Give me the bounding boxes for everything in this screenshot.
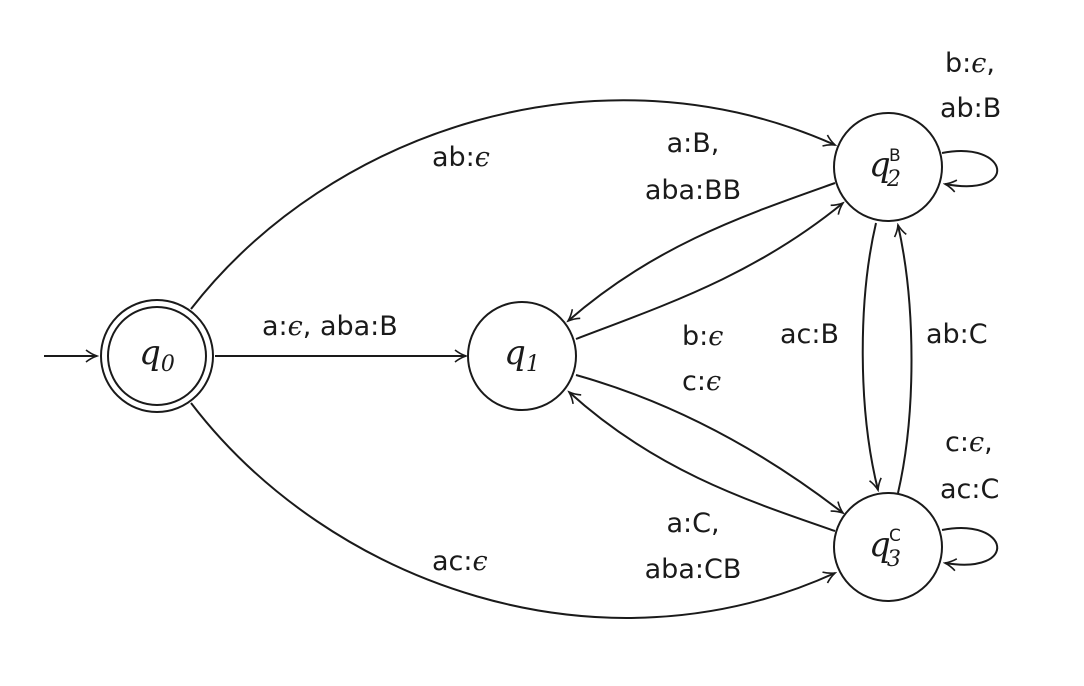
edge-q2-q3	[861, 222, 878, 490]
label-q0-q2: ab:ϵ	[432, 142, 490, 173]
label-loop-q2: ab:B	[940, 93, 1001, 124]
label-loop-q3: c:ϵ,	[945, 427, 993, 458]
state-superscript: B	[889, 146, 901, 166]
state-subscript: 3	[887, 547, 901, 572]
label-q1-q2: aba:BB	[645, 175, 741, 206]
label-loop-q3: ac:C	[940, 474, 999, 505]
state-label: q1	[504, 333, 540, 377]
state-label: q0	[139, 333, 175, 377]
edge-q0-q3	[190, 402, 835, 619]
label-loop-q2: b:ϵ,	[945, 48, 995, 79]
loop-q3	[941, 527, 999, 565]
state-label: q	[869, 145, 891, 185]
label-q2-q1: b:ϵ	[682, 321, 723, 352]
state-q1: q1	[467, 301, 577, 411]
label-q0-q3: ac:ϵ	[432, 546, 488, 577]
label-q1-q2: a:B,	[667, 128, 720, 159]
label-q3-q2: ab:C	[926, 319, 988, 350]
label-q1-q3: aba:CB	[645, 554, 742, 585]
state-q2: q 2 B	[833, 112, 943, 222]
edge-q1-q3	[575, 374, 843, 513]
state-subscript: 2	[886, 167, 901, 192]
label-q2-q3: ac:B	[780, 319, 839, 350]
edge-q1-q2	[575, 203, 843, 340]
state-superscript: C	[889, 526, 901, 546]
edge-q3-q2	[898, 225, 913, 494]
edge-q2-q1	[568, 182, 836, 321]
loop-q2	[941, 150, 999, 186]
state-q0: q0	[100, 299, 214, 413]
state-label: q	[869, 525, 891, 565]
edge-q0-q2	[190, 99, 835, 310]
label-q2-q1: c:ϵ	[682, 366, 721, 397]
label-q0-q1: a:ϵ, aba:B	[262, 311, 398, 342]
state-q3: q 3 C	[833, 492, 943, 602]
label-q1-q3: a:C,	[666, 508, 719, 539]
edge-q3-q1	[569, 392, 836, 532]
